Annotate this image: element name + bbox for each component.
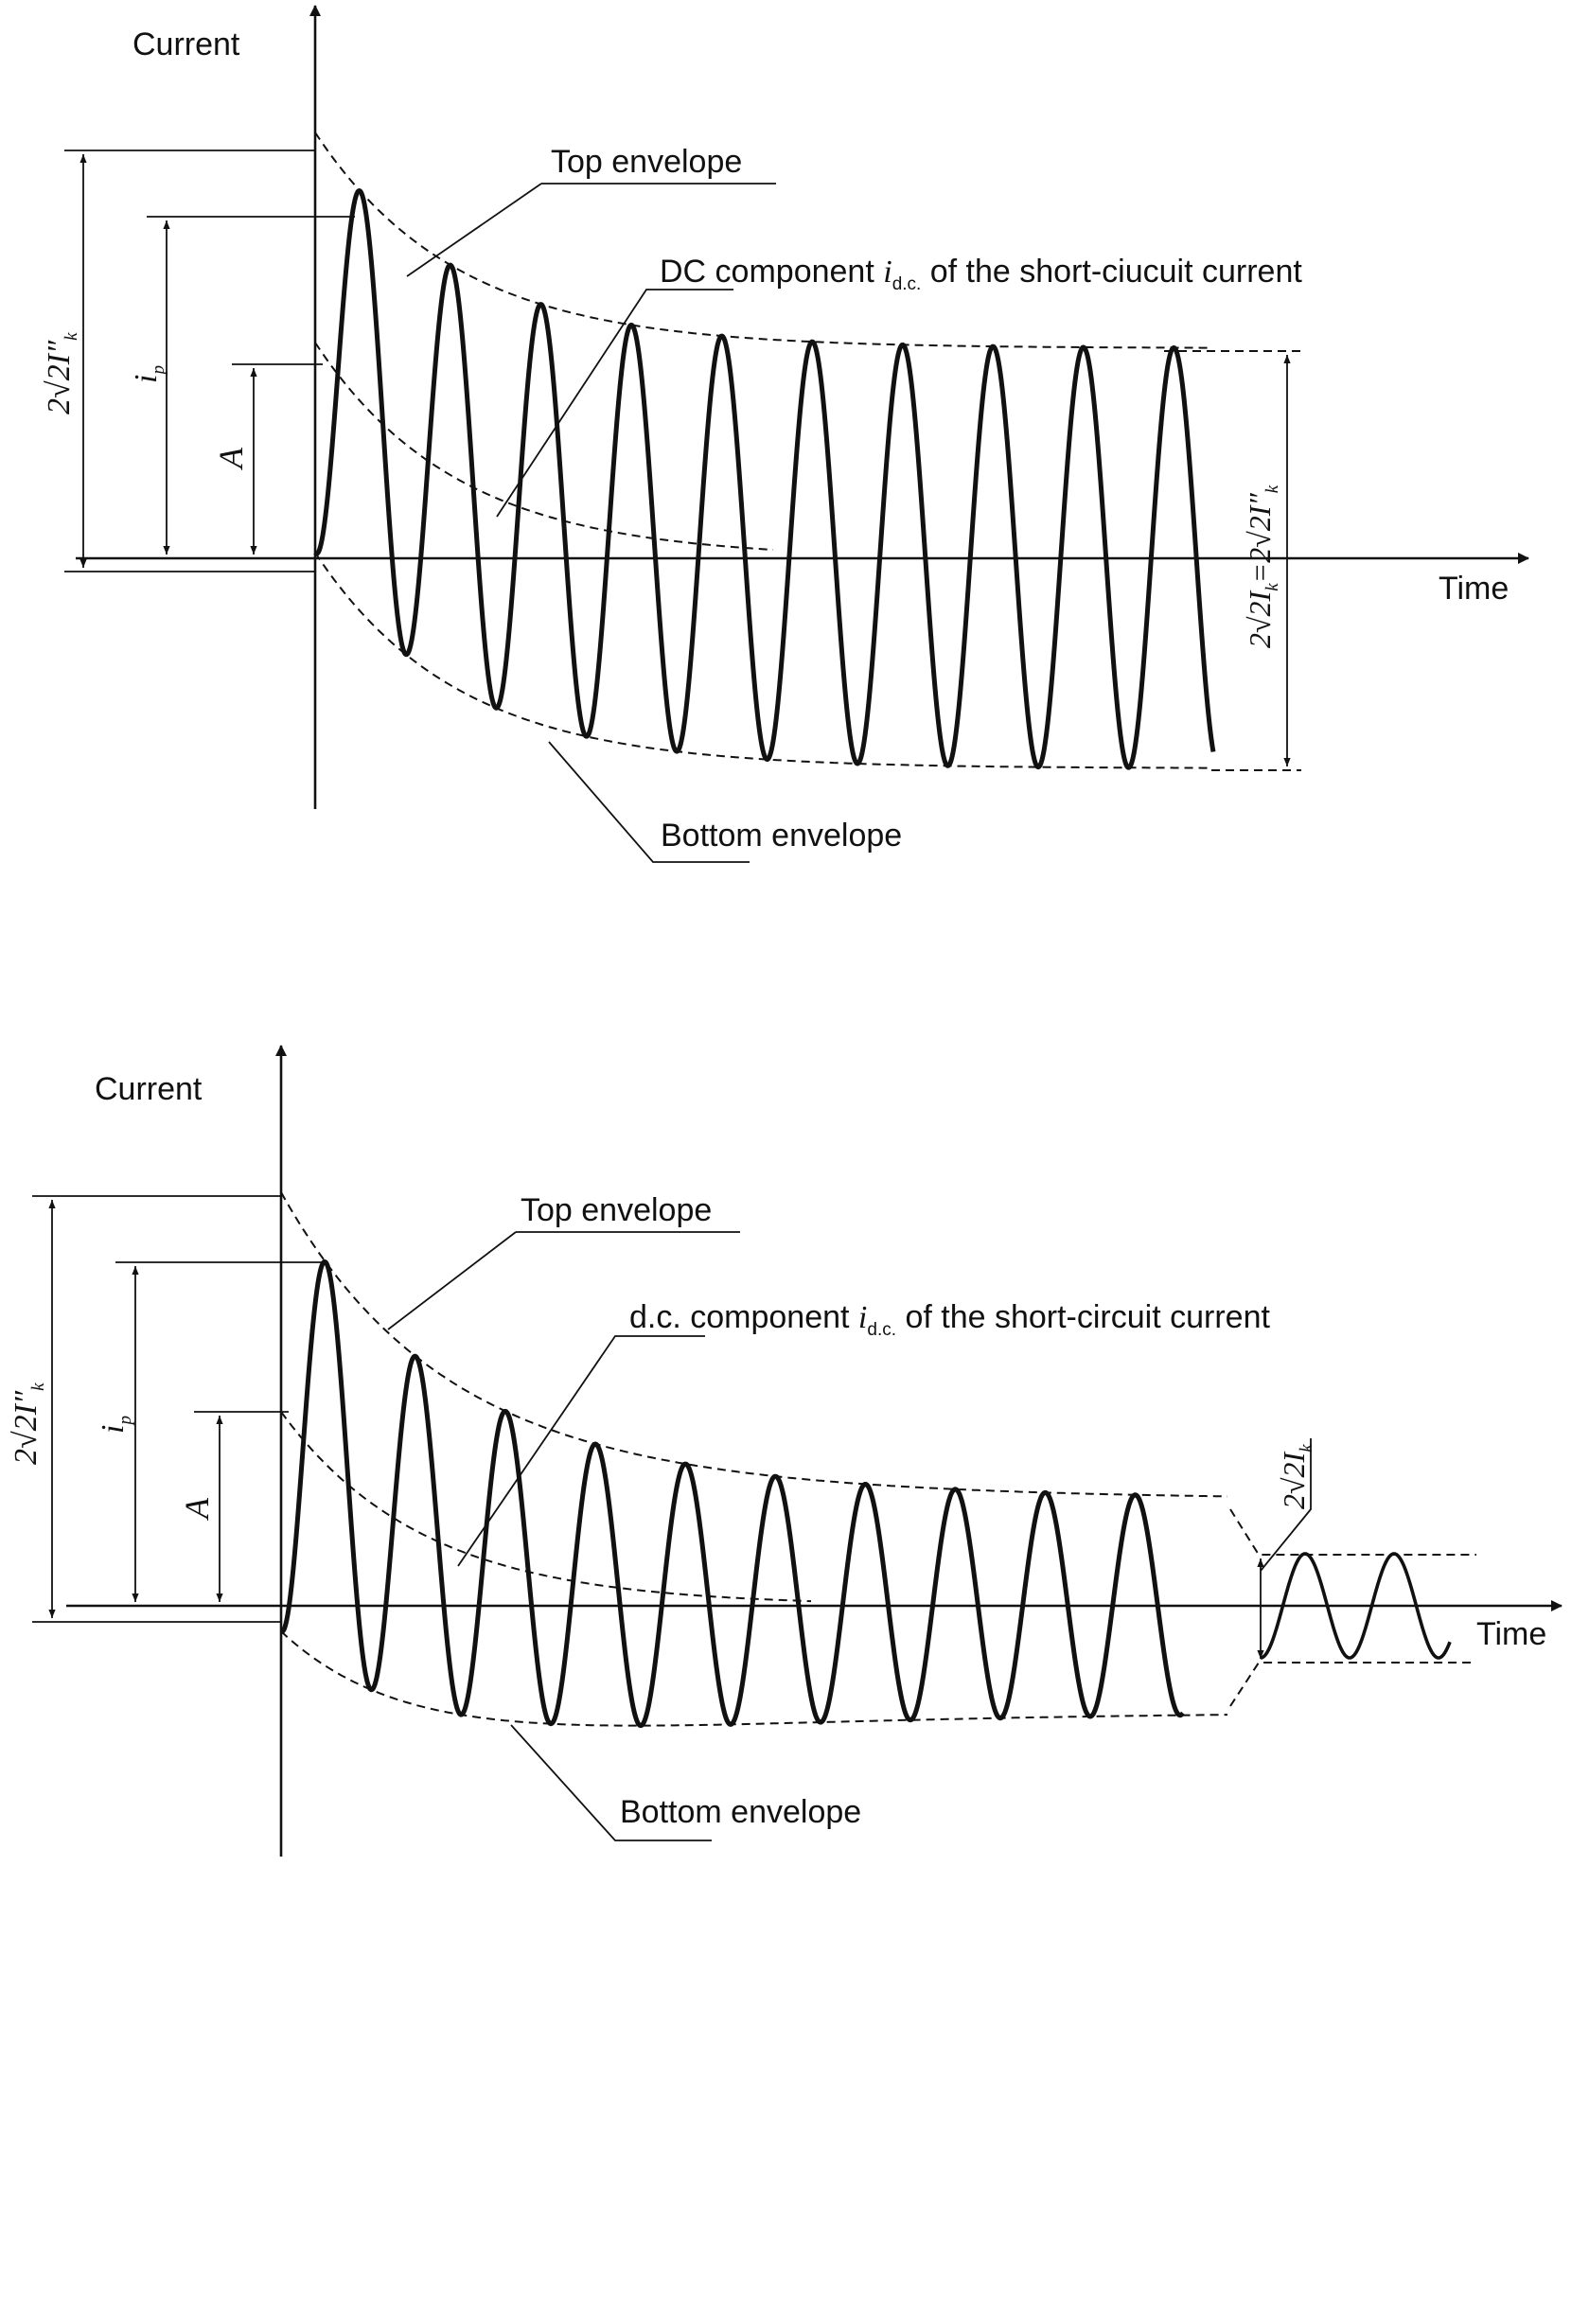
bottom-dc-component-leader <box>457 1335 705 1567</box>
top-upper-envelope <box>314 132 1212 349</box>
bottom-x-axis-label: Time <box>1476 1616 1546 1652</box>
bottom-y-axis-label: Current <box>95 1071 203 1107</box>
bottom-dc-component-label: d.c. component id.c. of the short-circui… <box>629 1299 1270 1340</box>
top-dim-peak-label: ip <box>129 365 168 383</box>
diagram-top: Current Time 2√2I″k ip A 2√2Ik=2√2I″k <box>42 5 1529 863</box>
bottom-steady-upper-dashed <box>1229 1508 1476 1556</box>
top-dim-dc-label: A <box>212 447 250 470</box>
bottom-steady-lower-dashed <box>1229 1662 1476 1707</box>
top-dim-steady-label: 2√2Ik=2√2I″k <box>1243 484 1282 648</box>
bottom-dim-dc-label: A <box>178 1497 216 1521</box>
top-lower-envelope-label: Bottom envelope <box>661 818 902 854</box>
top-dc-component-label: DC component id.c. of the short-ciucuit … <box>660 254 1302 294</box>
top-upper-envelope-leader <box>406 183 542 277</box>
top-current-waveform <box>313 188 1216 770</box>
bottom-current-waveform <box>279 1259 1185 1729</box>
bottom-steady-state-waveform <box>1260 1552 1452 1660</box>
bottom-dim-steady-label: 2√2Ik <box>1277 1444 1316 1509</box>
bottom-lower-envelope-label: Bottom envelope <box>620 1794 861 1830</box>
bottom-dim-peak-label: ip <box>96 1416 135 1434</box>
top-dim-envelope-label: 2√2I″k <box>42 332 81 414</box>
bottom-dim-envelope-label: 2√2I″k <box>9 1382 48 1465</box>
top-lower-envelope <box>314 552 1212 769</box>
bottom-lower-envelope <box>280 1630 1228 1727</box>
bottom-upper-envelope-leader <box>387 1231 517 1330</box>
top-upper-envelope-label: Top envelope <box>551 144 742 180</box>
bottom-upper-envelope-label: Top envelope <box>521 1192 712 1228</box>
diagram-bottom: Current Time 2√2I″k ip A 2√2Ik Top envel… <box>9 1045 1563 1857</box>
bottom-upper-envelope <box>280 1191 1228 1498</box>
top-dc-component-curve <box>314 342 774 551</box>
top-x-axis-label: Time <box>1439 571 1509 607</box>
top-y-axis-label: Current <box>132 26 240 62</box>
bottom-dim-steady-leader <box>1260 1438 1312 1572</box>
top-lower-envelope-leader <box>548 741 750 863</box>
bottom-dc-component-curve <box>280 1411 812 1603</box>
top-dc-component-leader <box>496 289 733 518</box>
bottom-lower-envelope-leader <box>510 1724 712 1841</box>
